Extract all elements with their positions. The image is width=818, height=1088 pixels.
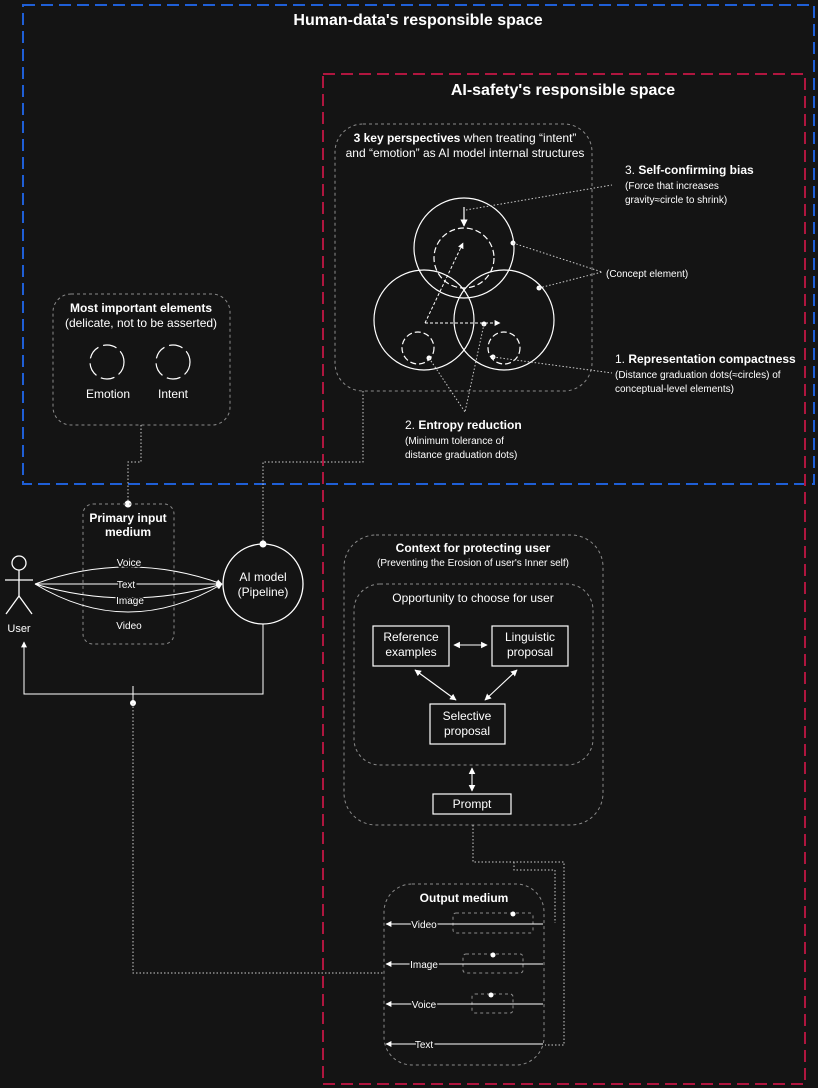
input-curves <box>34 566 223 613</box>
top-circle <box>413 197 515 299</box>
venn-arrows <box>424 242 501 326</box>
reference-label-1: Reference <box>383 630 439 644</box>
input-image: Image <box>116 596 144 607</box>
concept-element-label: (Concept element) <box>606 269 688 280</box>
output-medium-box <box>383 883 545 1066</box>
ai-model-label-2: (Pipeline) <box>238 585 289 599</box>
prompt-label: Prompt <box>453 797 492 811</box>
self-confirming-title: 3. Self-confirming bias <box>625 163 754 177</box>
emotion-label: Emotion <box>86 387 130 401</box>
output-video: Video <box>411 920 437 931</box>
proposal-arrows <box>414 641 518 792</box>
ai-safety-title: AI-safety's responsible space <box>451 82 675 99</box>
selective-proposal-box <box>429 703 506 745</box>
venn-diagram <box>373 197 555 371</box>
perspectives-title: 3 key perspectives when treating “intent… <box>354 131 577 145</box>
reference-label-2: examples <box>385 645 436 659</box>
inner-top-circle <box>433 227 495 289</box>
entropy-desc-2: distance graduation dots) <box>405 450 517 461</box>
input-medium-title-1: Primary input <box>89 511 166 525</box>
output-medium-title: Output medium <box>420 891 509 905</box>
output-text: Text <box>415 1040 434 1051</box>
output-image: Image <box>410 960 438 971</box>
entropy-desc-1: (Minimum tolerance of <box>405 436 504 447</box>
return-path <box>21 624 264 695</box>
representation-title: 1. Representation compactness <box>615 352 796 366</box>
output-voice: Voice <box>412 1000 437 1011</box>
output-slot-dots <box>488 911 516 998</box>
perspectives-box <box>334 123 593 392</box>
important-elements-title: Most important elements <box>70 301 212 315</box>
input-medium-box <box>82 503 175 645</box>
ai-safety-region <box>322 73 806 1085</box>
self-confirming-desc-1: (Force that increases <box>625 181 719 192</box>
input-text: Text <box>117 580 136 591</box>
selective-label-2: proposal <box>444 724 490 738</box>
inner-right-circle <box>487 331 521 365</box>
human-data-title: Human-data's responsible space <box>293 12 542 29</box>
perspectives-to-model-connector <box>262 391 364 543</box>
inner-left-circle <box>401 331 435 365</box>
entropy-title: 2. Entropy reduction <box>405 418 522 432</box>
user-icon <box>5 555 33 615</box>
linguistic-proposal-box <box>491 625 569 667</box>
output-slots <box>452 912 534 1014</box>
important-elements-subtitle: (delicate, not to be asserted) <box>65 316 217 330</box>
intent-circle <box>155 344 191 380</box>
input-voice: Voice <box>117 558 142 569</box>
self-confirming-desc-2: gravity≈circle to shrink) <box>625 195 727 206</box>
ai-model-circle <box>222 543 304 625</box>
linguistic-label-2: proposal <box>507 645 553 659</box>
prompt-output-connectors <box>472 825 565 1046</box>
perspectives-title-line2: and “emotion” as AI model internal struc… <box>346 146 585 160</box>
intent-label: Intent <box>158 387 189 401</box>
input-medium-dot <box>124 500 132 508</box>
emotion-circle <box>89 344 125 380</box>
right-circle <box>453 269 555 371</box>
human-data-region <box>22 4 815 485</box>
output-arrows <box>385 921 543 1047</box>
prompt-box <box>432 793 512 815</box>
callout-lines <box>428 184 613 413</box>
representation-desc-2: conceptual-level elements) <box>615 384 734 395</box>
selective-label-1: Selective <box>443 709 492 723</box>
concept-dots <box>426 240 542 361</box>
reference-examples-box <box>372 625 450 667</box>
user-label: User <box>7 623 31 635</box>
representation-desc-1: (Distance graduation dots(≈circles) of <box>615 370 781 381</box>
context-subtitle: (Preventing the Erosion of user's Inner … <box>377 558 569 569</box>
important-to-input-connector <box>127 425 142 503</box>
context-box <box>343 534 604 826</box>
input-video: Video <box>116 621 142 632</box>
linguistic-label-1: Linguistic <box>505 630 555 644</box>
output-to-return-connector <box>132 703 383 974</box>
ai-model-label-1: AI model <box>239 570 286 584</box>
left-circle <box>373 269 475 371</box>
opportunity-title: Opportunity to choose for user <box>392 591 553 605</box>
input-medium-title-2: medium <box>105 525 151 539</box>
context-title: Context for protecting user <box>396 541 551 555</box>
